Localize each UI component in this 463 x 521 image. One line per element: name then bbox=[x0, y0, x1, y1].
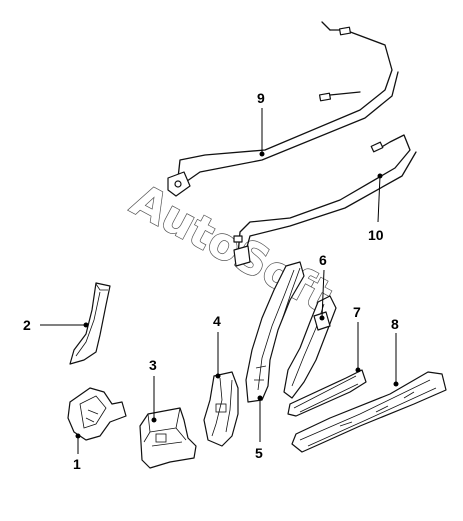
callout-4: 4 bbox=[213, 313, 221, 329]
part-3-bracket[interactable] bbox=[139, 407, 197, 469]
callout-2: 2 bbox=[23, 317, 31, 333]
callout-5: 5 bbox=[255, 445, 263, 461]
callout-6: 6 bbox=[319, 252, 327, 268]
callout-10: 10 bbox=[368, 227, 384, 243]
watermark-text: AutoSoft bbox=[123, 175, 340, 323]
callout-7: 7 bbox=[353, 304, 361, 320]
part-9-cable[interactable] bbox=[167, 21, 399, 197]
part-5-pillar[interactable] bbox=[245, 261, 305, 403]
part-1-bracket[interactable] bbox=[67, 387, 127, 441]
part-8-rocker[interactable] bbox=[291, 371, 447, 453]
callout-9: 9 bbox=[257, 90, 265, 106]
part-7-sill[interactable] bbox=[287, 369, 367, 417]
part-4-bracket[interactable] bbox=[203, 371, 239, 447]
callout-3: 3 bbox=[149, 357, 157, 373]
part-6-pillar[interactable] bbox=[283, 295, 337, 399]
part-10-cable[interactable] bbox=[233, 134, 417, 267]
part-2-pillar[interactable] bbox=[69, 282, 111, 365]
callout-8: 8 bbox=[391, 316, 399, 332]
callout-1: 1 bbox=[73, 456, 81, 472]
